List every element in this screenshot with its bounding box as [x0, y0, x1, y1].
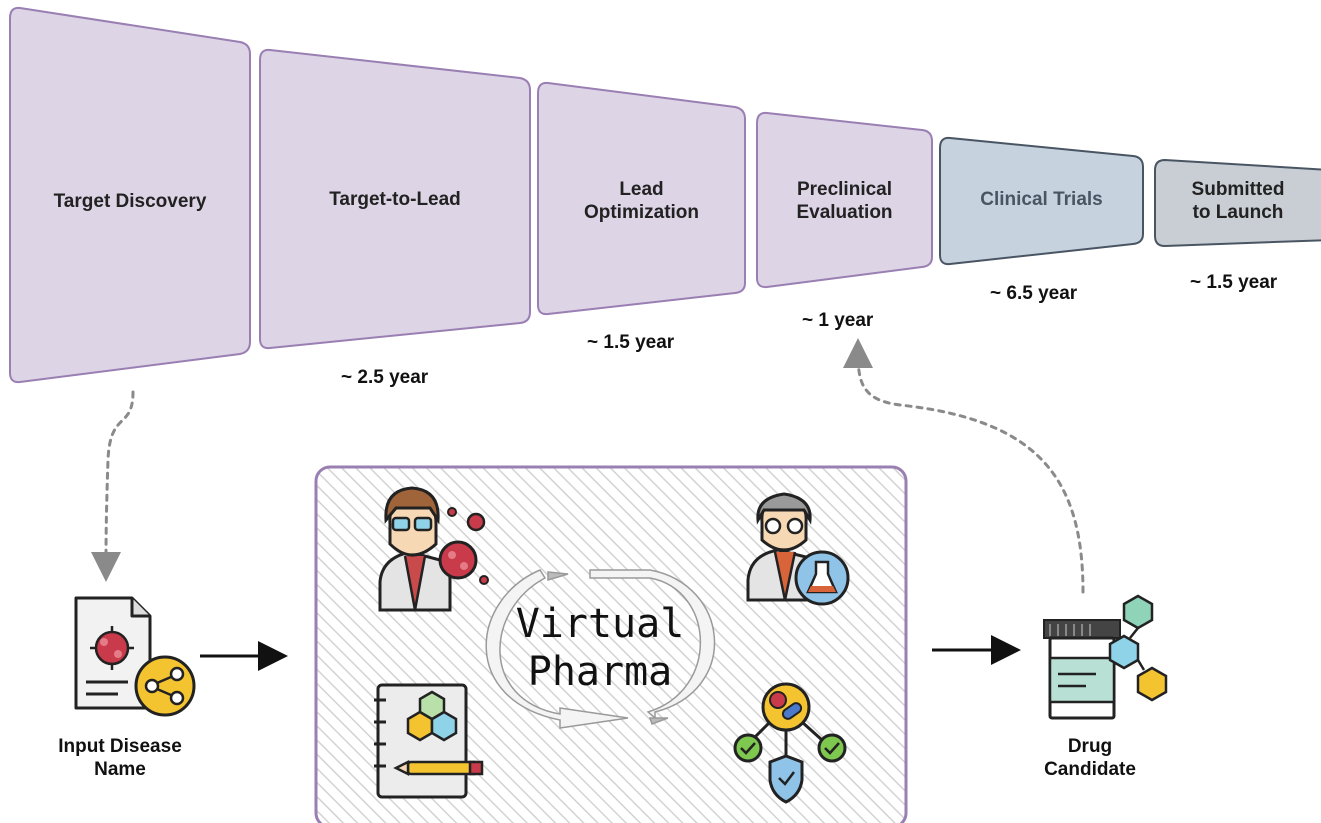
stage-shape-target-to-lead: [259, 48, 531, 350]
duration-clinical-trials: ~ 6.5 year: [990, 283, 1078, 304]
share-icon: [134, 655, 196, 717]
stage-shape-target-discovery: [9, 6, 251, 384]
duration-preclinical: ~ 1 year: [802, 310, 874, 331]
medicine-bottle-icon: [1043, 594, 1168, 720]
drug-approval-icon: [733, 682, 847, 804]
dashed-arrow-to-preclinical: [843, 338, 1085, 594]
virtual-pharma-title: Virtual Pharma: [515, 601, 685, 695]
stage-label-preclinical: Preclinical Evaluation: [796, 179, 893, 223]
cycle-arrows: [485, 569, 716, 729]
stage-shape-lead-optimization: [537, 81, 746, 316]
duration-submitted-to-launch: ~ 1.5 year: [1190, 272, 1278, 293]
dashed-arrow-to-input: [91, 390, 135, 582]
stage-label-target-discovery: Target Discovery: [53, 190, 207, 212]
doctor-lab-icon: [746, 492, 850, 606]
duration-target-to-lead: ~ 2.5 year: [341, 367, 429, 388]
drug-candidate-label: Drug Candidate: [1044, 736, 1136, 780]
chemistry-notebook-icon: [374, 683, 484, 799]
stage-shape-preclinical: [756, 111, 933, 289]
stage-shape-clinical-trials: [939, 136, 1144, 266]
duration-lead-optimization: ~ 1.5 year: [587, 332, 675, 353]
scientist-virus-icon: [378, 486, 489, 612]
stage-label-clinical-trials: Clinical Trials: [980, 188, 1103, 210]
stage-shape-submitted-to-launch: [1154, 158, 1321, 248]
input-disease-label: Input Disease Name: [58, 736, 182, 780]
stage-label-submitted-to-launch: Submitted to Launch: [1191, 179, 1285, 223]
stage-label-target-to-lead: Target-to-Lead: [329, 188, 461, 210]
stage-label-lead-optimization: Lead Optimization: [583, 179, 700, 223]
